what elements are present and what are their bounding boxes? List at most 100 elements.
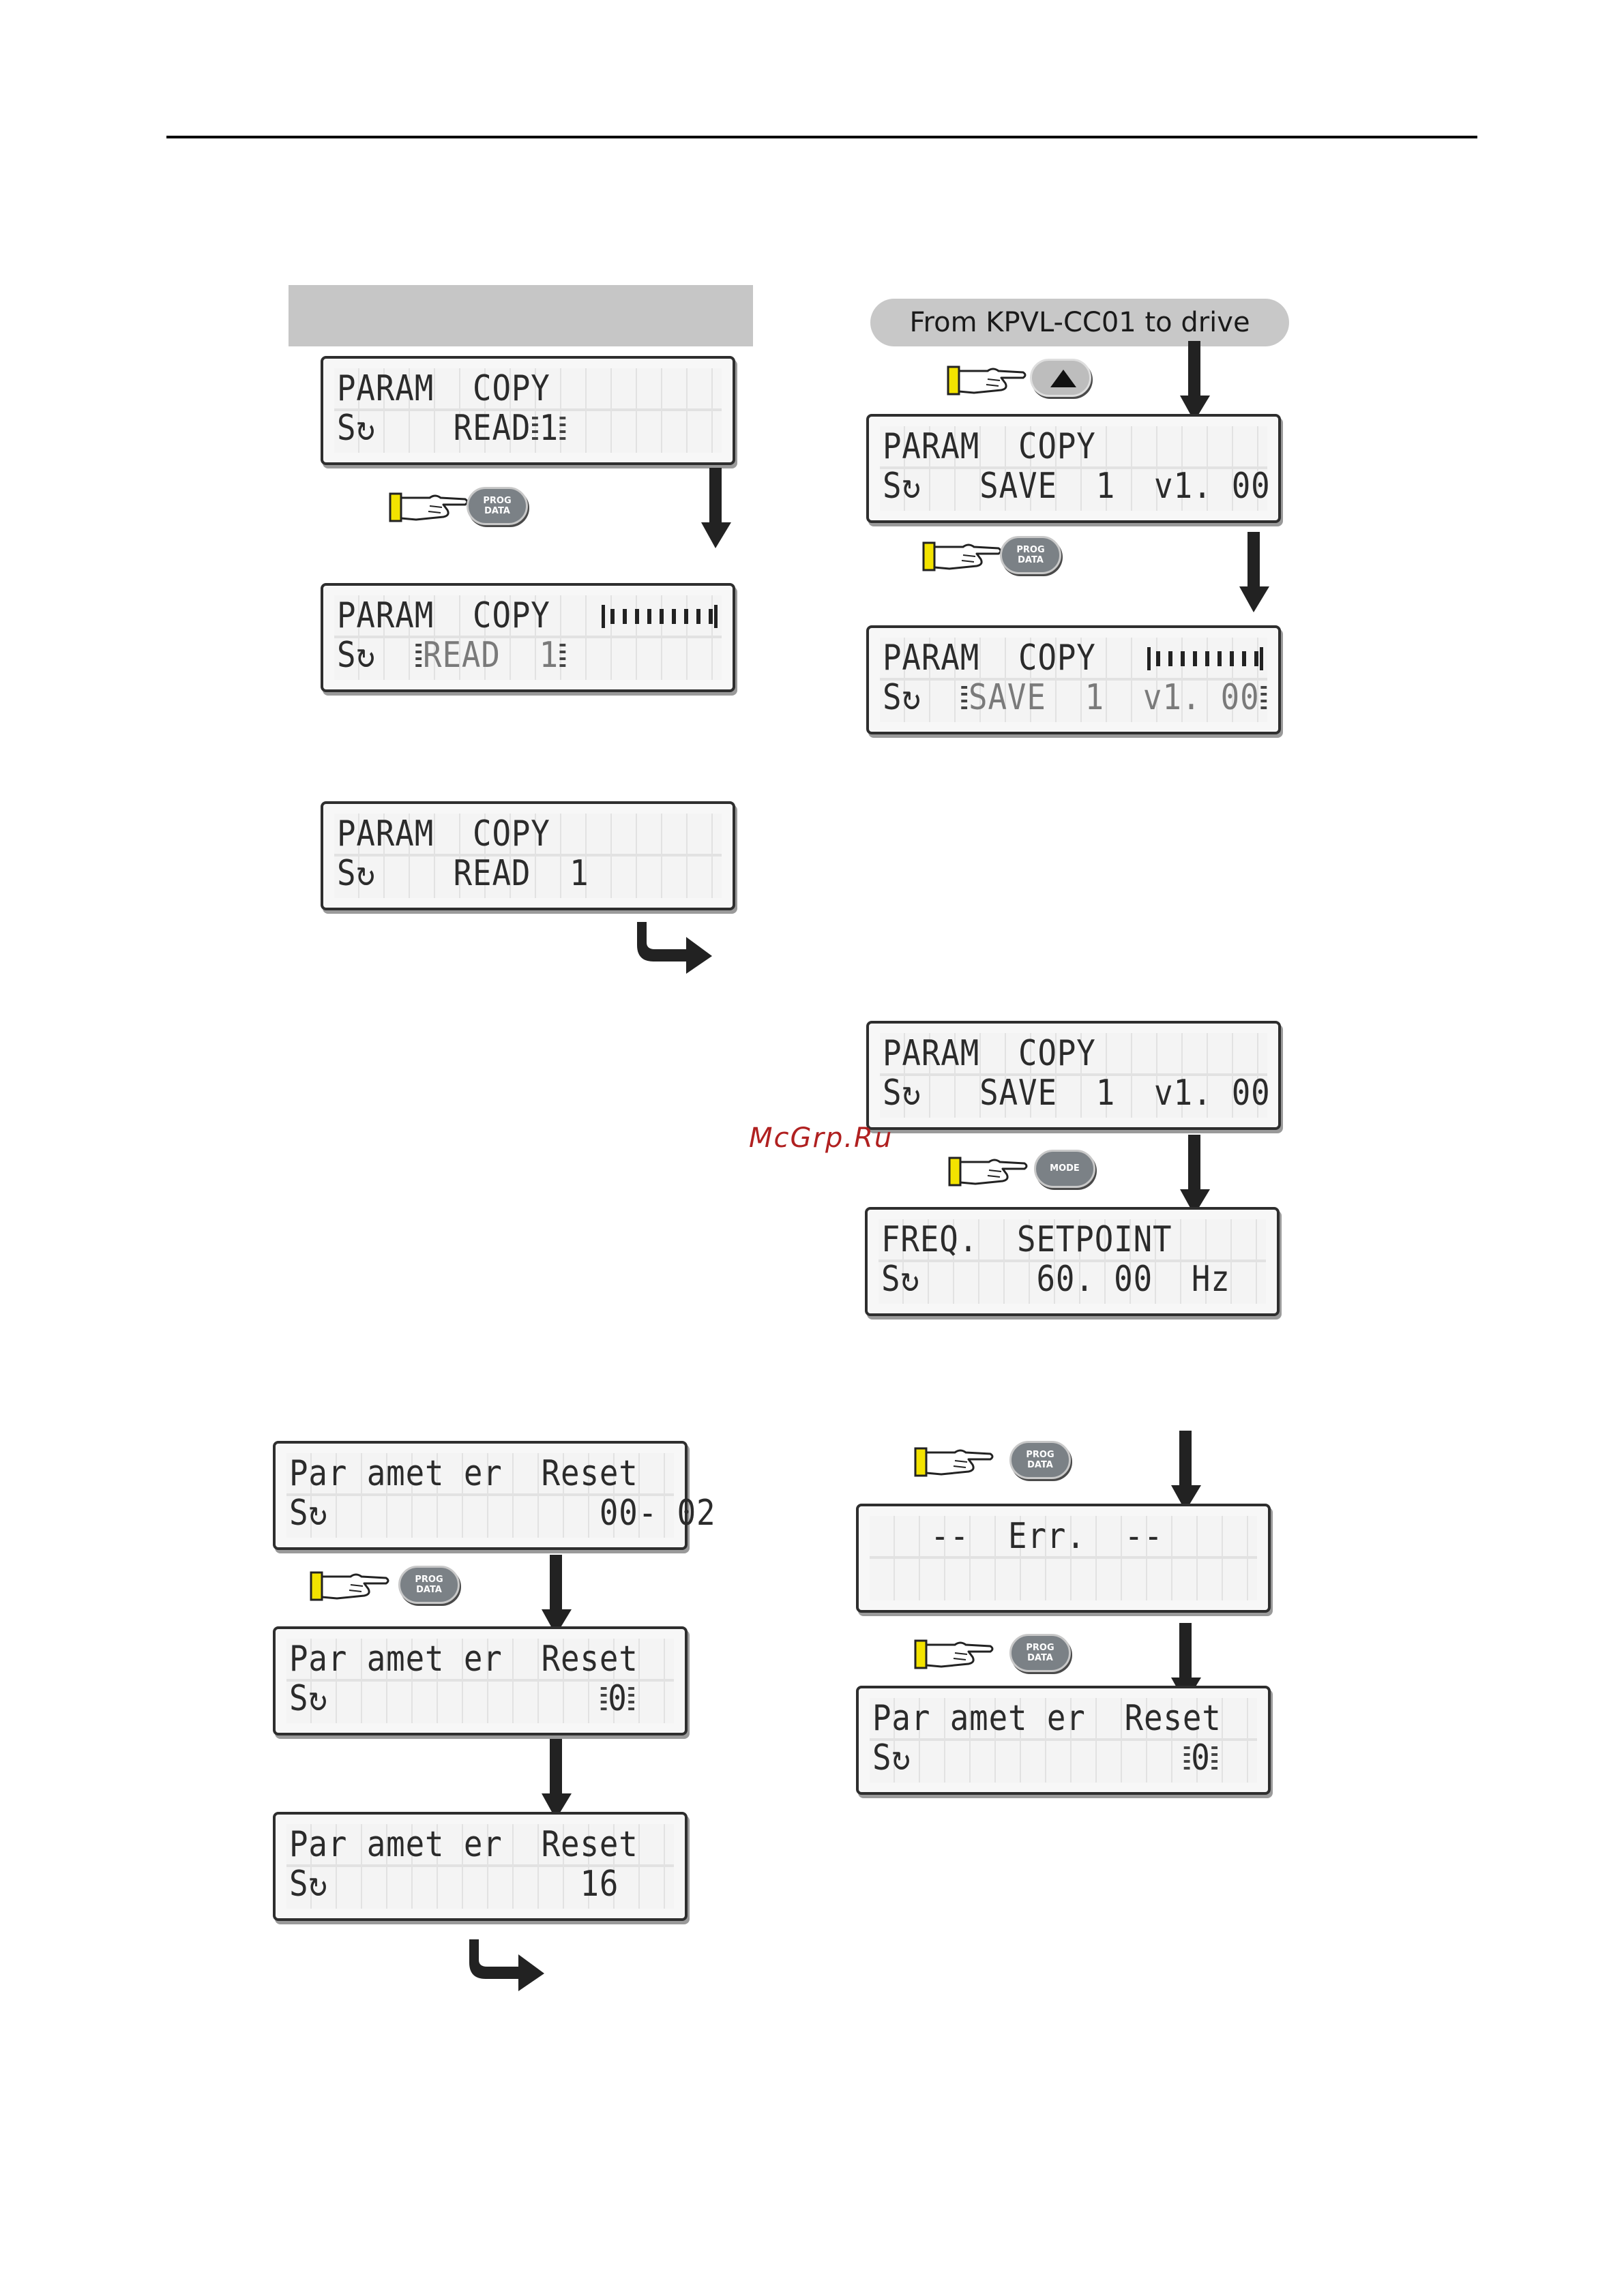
lcd-blinking-value: 0 xyxy=(608,1678,628,1719)
prog-data-key[interactable]: PROG DATA xyxy=(1009,1634,1071,1672)
key-label-data: DATA xyxy=(1027,1653,1053,1663)
key-label-prog: PROG xyxy=(1016,545,1045,555)
lcd-screen-save-done: PARAM COPY S↻ SAVE 1 v1. 00 xyxy=(866,1021,1281,1130)
down-arrow-icon xyxy=(1171,1431,1201,1511)
lcd-screen-parameter-reset-after-error: Par amet er Reset S↻ 0 xyxy=(856,1686,1271,1795)
pointing-hand-icon xyxy=(948,1157,1028,1187)
pointing-hand-icon xyxy=(922,541,1002,571)
lcd-line-2: S↻ READ 1 xyxy=(337,635,567,676)
lcd-line-2-text: S↻ xyxy=(337,635,415,676)
lcd-line-2: S↻ READ 1 xyxy=(337,853,589,894)
key-label-data: DATA xyxy=(484,506,510,516)
down-arrow-icon xyxy=(701,468,731,548)
lcd-line-2-text: S↻ xyxy=(883,677,960,718)
lcd-line-1: PARAM COPY xyxy=(337,368,550,409)
lcd-line-2-text: S↻ xyxy=(289,1678,600,1719)
lcd-line-2-text: S↻ xyxy=(872,1738,1183,1778)
section-banner-right: From KPVL-CC01 to drive xyxy=(870,299,1289,346)
lcd-grid xyxy=(870,1516,1257,1600)
lcd-line-1: -- Err. -- xyxy=(872,1516,1164,1557)
key-label-prog: PROG xyxy=(483,496,512,506)
blink-icon xyxy=(628,1687,635,1714)
key-label-prog: PROG xyxy=(415,1575,443,1585)
key-label-data: DATA xyxy=(1018,555,1044,565)
lcd-line-1: PARAM COPY xyxy=(883,638,1096,679)
lcd-screen-save-select: PARAM COPY S↻ SAVE 1 v1. 00 xyxy=(866,414,1281,523)
blink-icon xyxy=(415,644,422,671)
lcd-line-2: S↻ SAVE 1 v1. 00 xyxy=(883,1073,1271,1114)
lcd-grid xyxy=(334,368,722,453)
lcd-screen-parameter-reset-edit: Par amet er Reset S↻ 0 xyxy=(273,1626,688,1735)
lcd-line-1: PARAM COPY xyxy=(337,595,550,636)
lcd-blinking-value: 0 xyxy=(1191,1738,1211,1778)
pointing-hand-icon xyxy=(310,1571,389,1601)
down-arrow-icon xyxy=(1239,532,1269,612)
blink-icon xyxy=(532,417,538,444)
blink-icon xyxy=(1183,1746,1190,1774)
lcd-line-1: FREQ. SETPOINT xyxy=(881,1219,1172,1260)
watermark: McGrp.Ru xyxy=(749,1122,894,1154)
lcd-line-1: PARAM COPY xyxy=(883,426,1096,467)
lcd-line-1: Par amet er Reset xyxy=(289,1453,638,1494)
lcd-grid xyxy=(286,1453,674,1538)
lcd-line-2: S↻ 16 xyxy=(289,1864,619,1905)
header-rule xyxy=(166,136,1477,138)
lcd-line-2: S↻ 0 xyxy=(289,1678,636,1719)
blink-icon xyxy=(1211,1746,1218,1774)
key-label-prog: PROG xyxy=(1026,1643,1054,1653)
lcd-line-2: S↻ SAVE 1 v1. 00 xyxy=(883,466,1271,507)
progress-bar xyxy=(1147,647,1263,670)
lcd-line-2: S↻ SAVE 1 v1. 00 xyxy=(883,677,1268,718)
lcd-grid xyxy=(286,1824,674,1909)
blink-icon xyxy=(600,1687,607,1714)
mode-key[interactable]: MODE xyxy=(1034,1150,1095,1188)
prog-data-key[interactable]: PROG DATA xyxy=(1000,536,1061,574)
return-arrow-icon xyxy=(469,1939,544,1991)
blink-icon xyxy=(559,644,566,671)
blink-icon xyxy=(961,686,968,713)
prog-data-key[interactable]: PROG DATA xyxy=(1009,1441,1071,1479)
down-arrow-icon xyxy=(1180,341,1210,421)
lcd-line-1: PARAM COPY xyxy=(337,814,550,854)
lcd-line-2: S↻ 00- 02 xyxy=(289,1493,716,1534)
prog-data-key[interactable]: PROG DATA xyxy=(398,1566,460,1604)
lcd-line-1: Par amet er Reset xyxy=(872,1698,1222,1739)
key-label-prog: PROG xyxy=(1026,1450,1054,1460)
up-triangle-icon xyxy=(1050,370,1076,387)
lcd-screen-parameter-reset: Par amet er Reset S↻ 00- 02 xyxy=(273,1441,715,1550)
lcd-grid xyxy=(880,1033,1267,1118)
blink-icon xyxy=(1260,686,1267,713)
lcd-line-2: S↻ 60. 00 Hz xyxy=(881,1259,1230,1300)
key-label-data: DATA xyxy=(1027,1460,1053,1470)
lcd-screen-saving-progress: PARAM COPY S↻ SAVE 1 v1. 00 xyxy=(866,625,1281,734)
key-label-mode: MODE xyxy=(1050,1163,1080,1174)
lcd-line-1: Par amet er Reset xyxy=(289,1824,638,1865)
key-label-data: DATA xyxy=(416,1585,442,1595)
lcd-line-2: S↻ 0 xyxy=(872,1738,1219,1778)
lcd-blinking-value: READ 1 xyxy=(423,635,559,676)
lcd-blinking-value: 1 xyxy=(539,408,559,449)
return-arrow-icon xyxy=(637,922,712,974)
up-key[interactable] xyxy=(1030,359,1091,397)
down-arrow-icon xyxy=(542,1555,572,1635)
pointing-hand-icon xyxy=(389,492,469,522)
lcd-grid xyxy=(334,814,722,898)
down-arrow-icon xyxy=(1171,1623,1201,1703)
lcd-blinking-value: SAVE 1 v1. 00 xyxy=(969,677,1260,718)
lcd-line-1: Par amet er Reset xyxy=(289,1639,638,1680)
down-arrow-icon xyxy=(542,1739,572,1819)
pointing-hand-icon xyxy=(947,366,1027,396)
progress-bar xyxy=(602,605,718,628)
lcd-screen-read-done: PARAM COPY S↻ READ 1 xyxy=(321,801,735,910)
lcd-line-2-text: S↻ READ xyxy=(337,408,531,449)
lcd-grid xyxy=(880,426,1267,511)
lcd-screen-freq-setpoint: FREQ. SETPOINT S↻ 60. 00 Hz xyxy=(865,1207,1280,1316)
lcd-screen-reading-progress: PARAM COPY S↻ READ 1 xyxy=(321,583,735,692)
lcd-line-1: PARAM COPY xyxy=(883,1033,1096,1074)
section-banner-left xyxy=(289,285,753,346)
prog-data-key[interactable]: PROG DATA xyxy=(467,487,528,525)
lcd-grid xyxy=(879,1219,1266,1304)
lcd-screen-error: -- Err. -- xyxy=(856,1504,1271,1613)
